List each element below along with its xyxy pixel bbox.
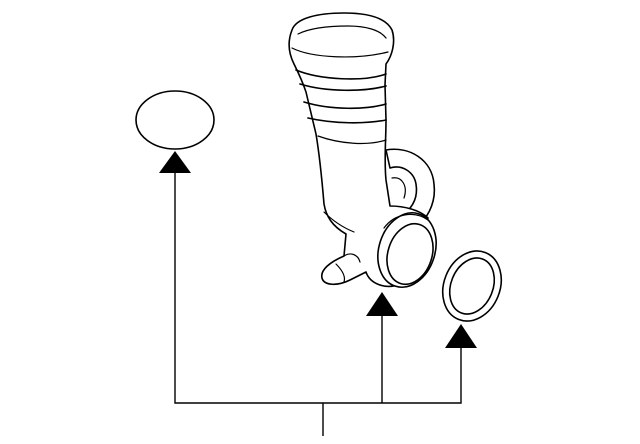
gear-shift-knob-part[interactable]	[288, 12, 445, 295]
knob-boot-ring-part[interactable]	[433, 242, 512, 330]
callout-leaders	[174, 170, 462, 436]
arrow-oval-cap	[159, 151, 191, 173]
arrow-knob-boot-ring	[445, 324, 477, 348]
oval-cap-part[interactable]	[135, 90, 215, 150]
arrow-gear-shift-knob	[366, 292, 398, 316]
